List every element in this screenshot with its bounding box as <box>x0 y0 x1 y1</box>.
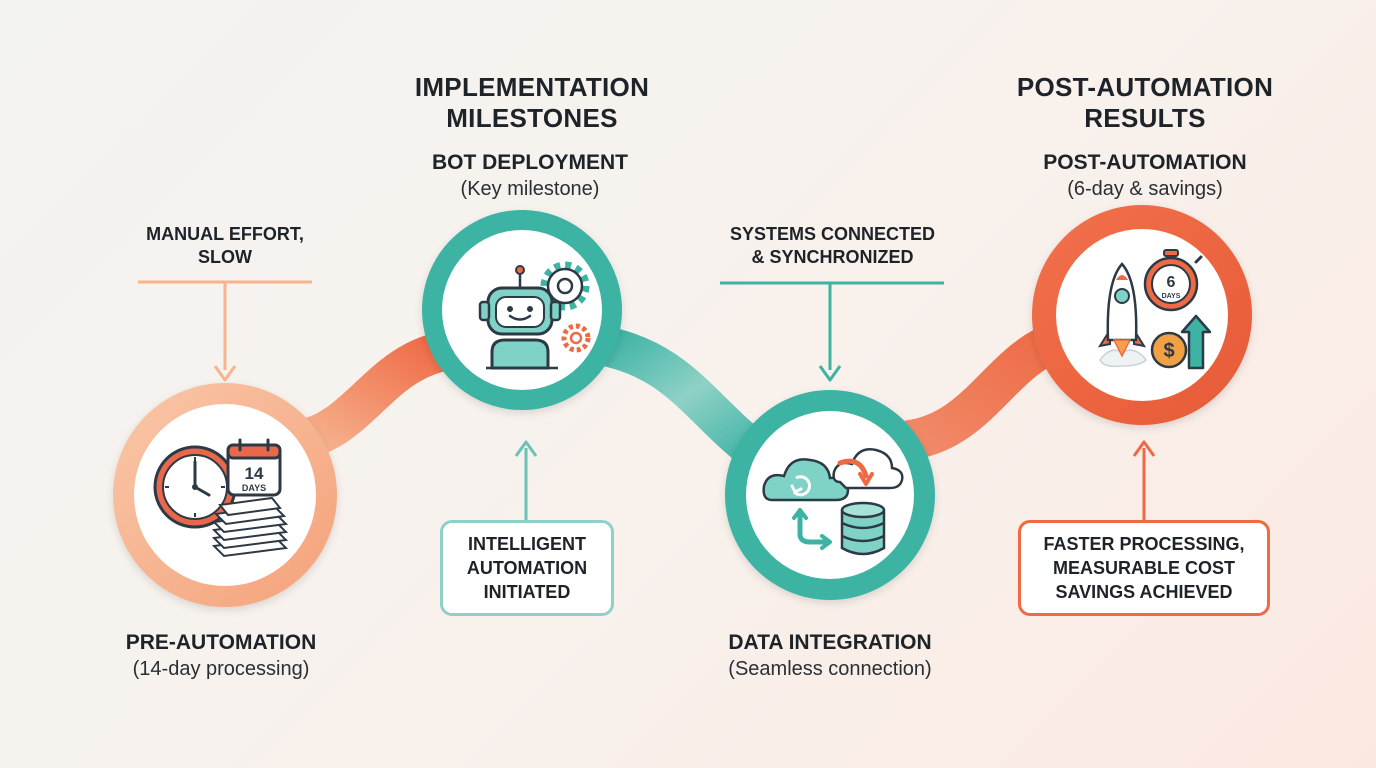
arrow-pre-annotation <box>138 280 312 382</box>
database-icon <box>840 501 886 556</box>
clock-icon <box>153 445 237 529</box>
stage-data-subtitle: (Seamless connection) <box>728 658 932 680</box>
stopwatch-icon: 6 DAYS <box>1143 249 1203 312</box>
annotation-data: SYSTEMS CONNECTED & SYNCHRONIZED <box>729 224 936 267</box>
header-post-automation-results: POST-AUTOMATION RESULTS <box>1016 72 1274 133</box>
robot-icon <box>478 265 562 370</box>
stage-bot-subtitle: (Key milestone) <box>460 178 600 200</box>
sync-arrows-icon <box>792 458 874 550</box>
stage-bot-label: BOT DEPLOYMENT (Key milestone) <box>400 150 660 202</box>
dollar-icon: $ <box>1150 331 1188 369</box>
up-arrow-icon <box>1180 314 1212 370</box>
timer-unit: DAYS <box>1162 293 1181 300</box>
stage-pre-title: PRE-AUTOMATION <box>125 631 317 654</box>
gear-icon <box>540 261 590 311</box>
stage-post-title: POST-AUTOMATION <box>1043 151 1247 174</box>
arrow-bot-annotation <box>514 440 538 520</box>
calendar-icon: 14 DAYS <box>226 438 282 497</box>
calendar-number: 14 <box>245 464 264 483</box>
calendar-unit: DAYS <box>242 483 266 493</box>
stage-post-label: POST-AUTOMATION (6-day & savings) <box>1005 150 1285 202</box>
annotation-bot-box: INTELLIGENT AUTOMATION INITIATED <box>440 520 614 616</box>
timer-number: 6 <box>1167 274 1176 291</box>
stage-pre-label: PRE-AUTOMATION (14-day processing) <box>90 630 352 682</box>
stage-pre-subtitle: (14-day processing) <box>132 658 310 680</box>
stage-post-subtitle: (6-day & savings) <box>1067 178 1223 200</box>
arrow-data-annotation <box>720 281 944 382</box>
annotation-pre: MANUAL EFFORT, SLOW <box>146 224 304 267</box>
annotation-post-box: FASTER PROCESSING, MEASURABLE COST SAVIN… <box>1018 520 1270 616</box>
paper-stack-icon <box>211 496 289 558</box>
arrow-post-annotation <box>1132 440 1156 520</box>
stage-data-title: DATA INTEGRATION <box>728 631 932 654</box>
stage-data-label: DATA INTEGRATION (Seamless connection) <box>690 630 970 682</box>
rocket-icon <box>1097 262 1147 368</box>
stage-post-circle <box>1032 205 1252 425</box>
header-implementation-milestones: IMPLEMENTATION MILESTONES <box>414 72 650 133</box>
svg-text:$: $ <box>1163 340 1174 362</box>
connector-bot-data <box>580 325 780 475</box>
connector-pre-bot <box>280 330 470 460</box>
stage-bot-title: BOT DEPLOYMENT <box>431 151 628 174</box>
cloud-icon <box>762 458 850 502</box>
connector-data-post <box>890 320 1080 460</box>
cloud-icon-secondary <box>832 448 904 490</box>
small-gear-icon <box>561 323 591 353</box>
